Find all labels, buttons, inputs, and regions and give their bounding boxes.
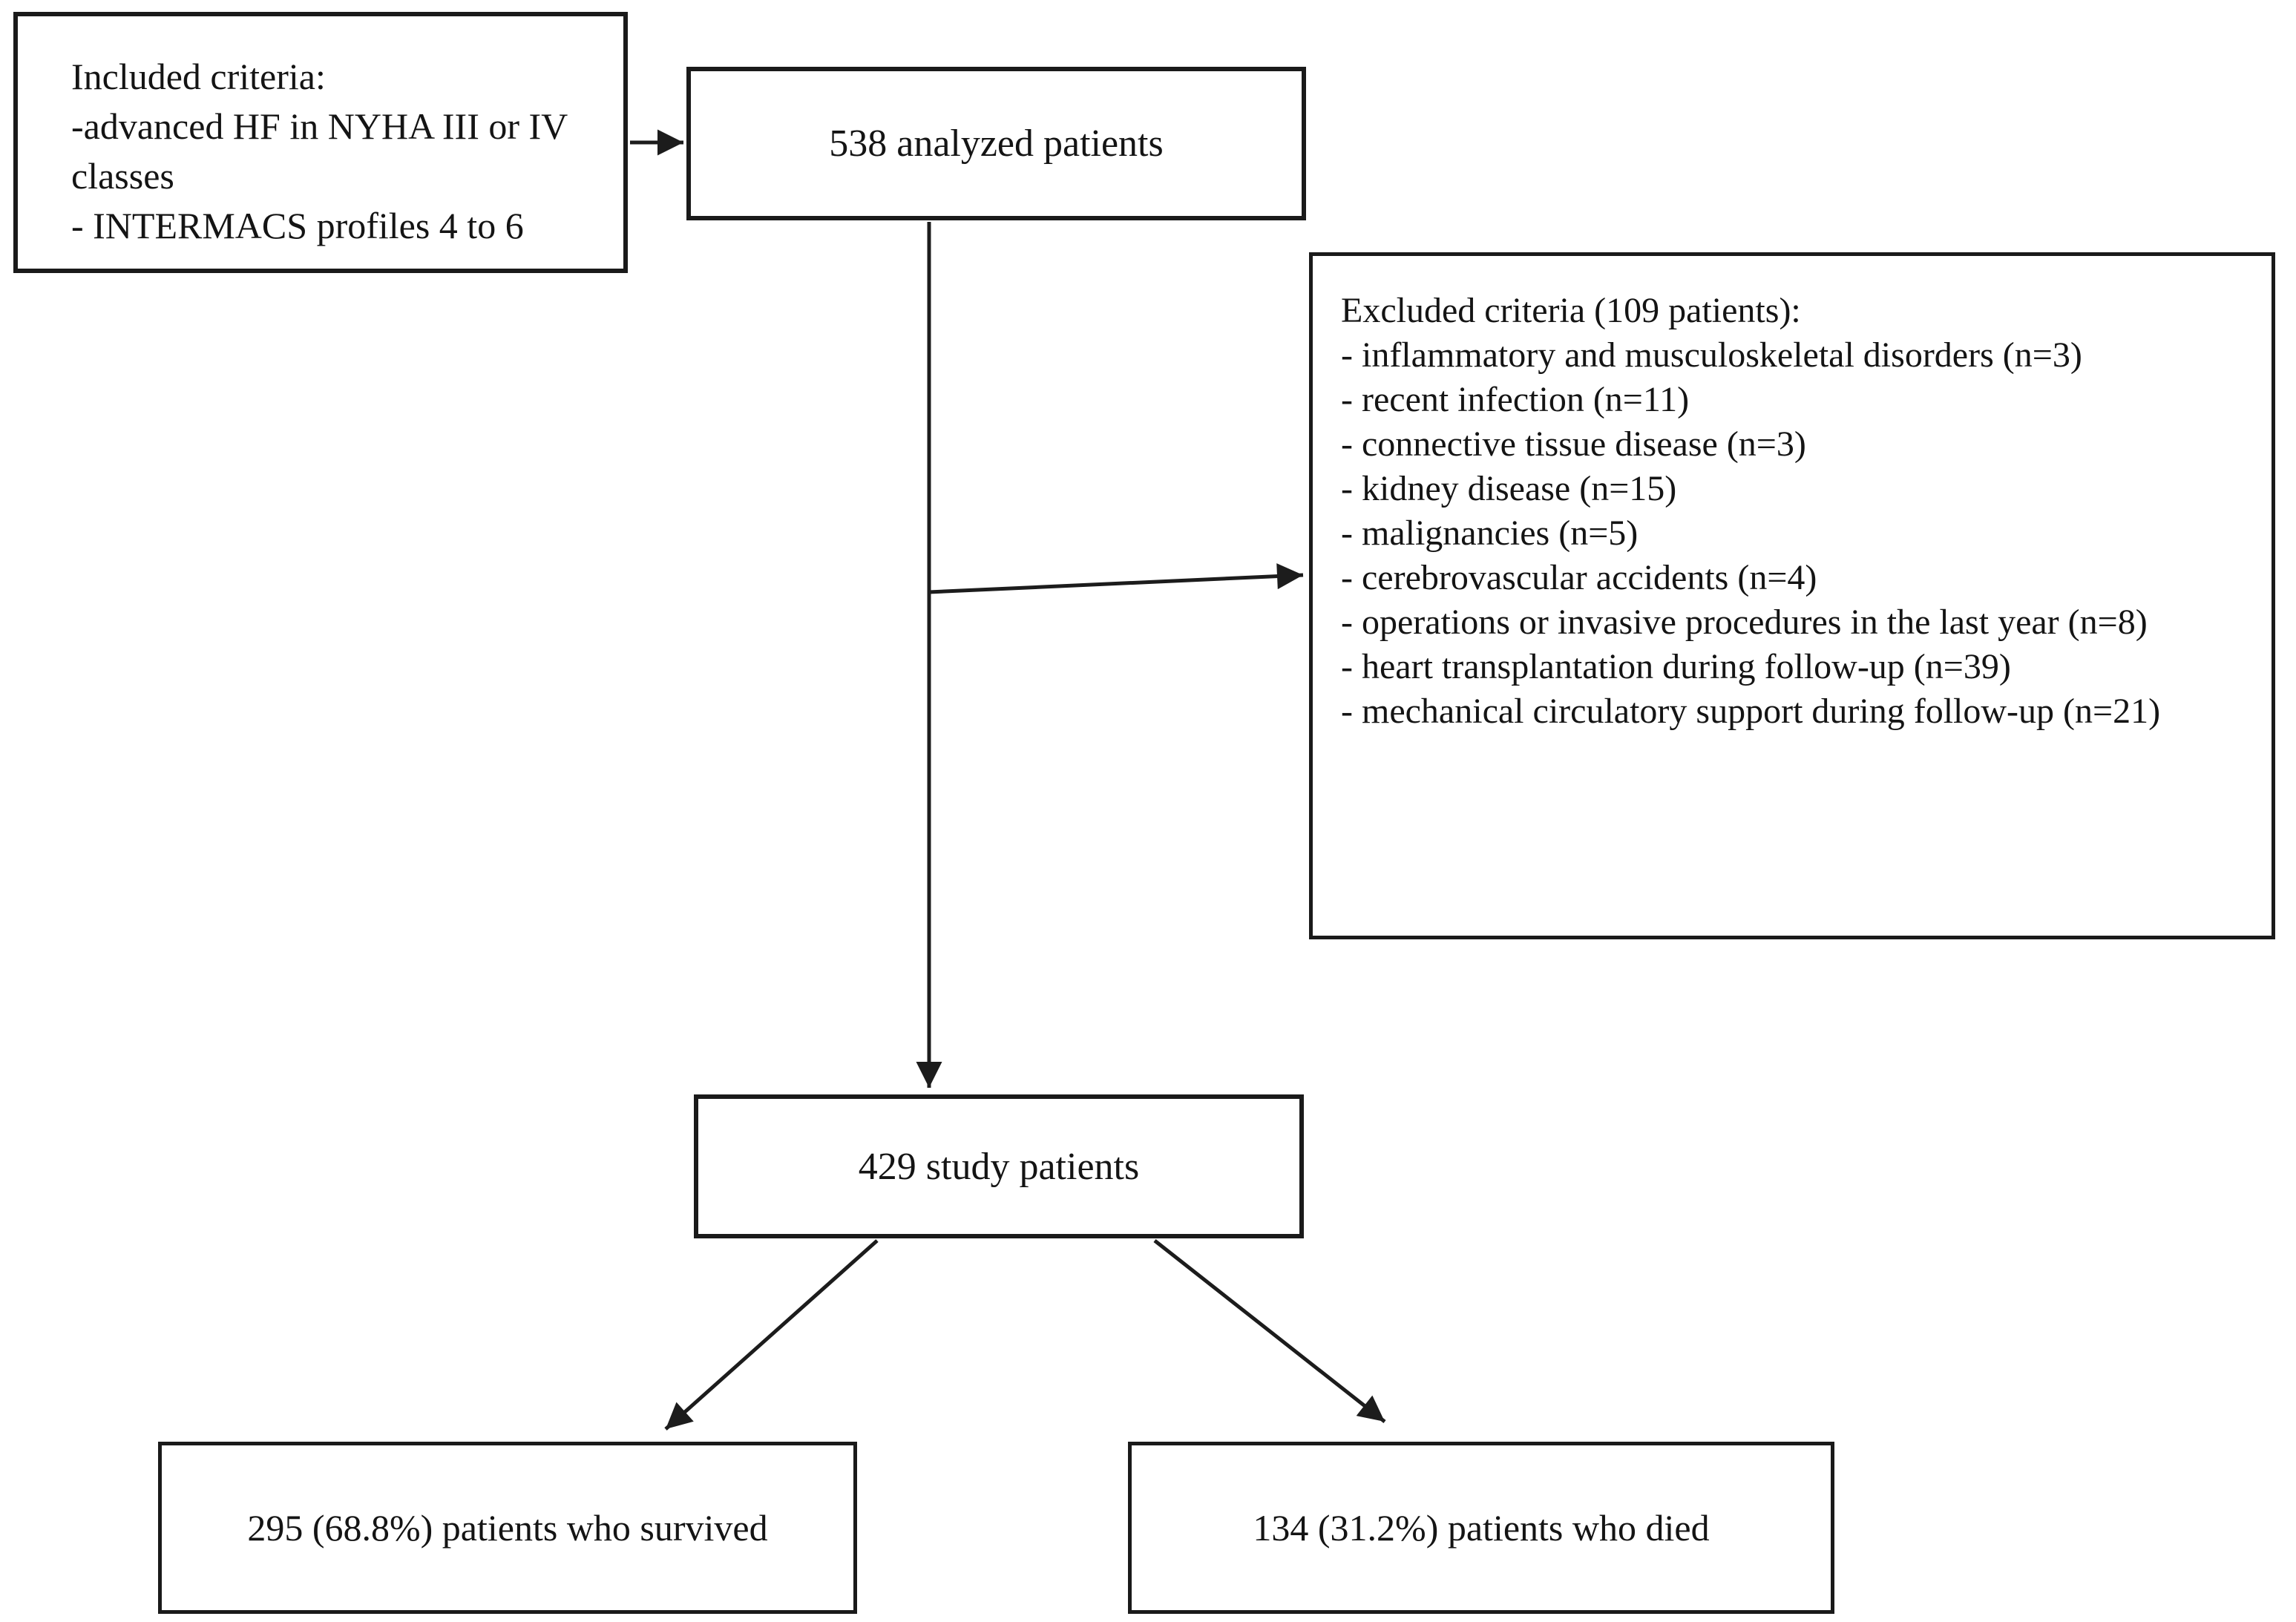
included-criteria-line: - INTERMACS profiles 4 to 6 — [71, 205, 524, 246]
study-patients-label-wrap: 429 study patients — [698, 1099, 1299, 1234]
died-patients-label: 134 (31.2%) patients who died — [1253, 1507, 1710, 1549]
excluded-criteria-item: - mechanical circulatory support during … — [1341, 692, 2161, 731]
analyzed-patients-box: 538 analyzed patients — [686, 67, 1306, 220]
excluded-criteria-item: - heart transplantation during follow-up… — [1341, 647, 2011, 686]
survived-patients-box: 295 (68.8%) patients who survived — [158, 1442, 857, 1614]
excluded-criteria-item: - kidney disease (n=15) — [1341, 469, 1677, 508]
survived-patients-label: 295 (68.8%) patients who survived — [247, 1507, 768, 1549]
included-criteria-line: -advanced HF in NYHA III or IV — [71, 105, 568, 147]
died-patients-box: 134 (31.2%) patients who died — [1128, 1442, 1834, 1614]
included-criteria-box: Included criteria: -advanced HF in NYHA I… — [13, 12, 628, 273]
excluded-criteria-item: - cerebrovascular accidents (n=4) — [1341, 558, 1817, 597]
excluded-criteria-item: - connective tissue disease (n=3) — [1341, 424, 1806, 464]
study-patients-label: 429 study patients — [858, 1145, 1140, 1188]
excluded-criteria-item: - recent infection (n=11) — [1341, 380, 1690, 419]
study-patients-box: 429 study patients — [694, 1094, 1304, 1238]
arrow-study-to-died — [1153, 1239, 1386, 1423]
excluded-criteria-item: - malignancies (n=5) — [1341, 513, 1639, 553]
excluded-criteria-item: - operations or invasive procedures in t… — [1341, 602, 2148, 642]
arrow-analyzed-to-excluded — [928, 563, 1304, 594]
excluded-criteria-box: Excluded criteria (109 patients): - infl… — [1309, 252, 2275, 939]
excluded-criteria-list: - inflammatory and musculoskeletal disor… — [1341, 333, 2260, 734]
included-criteria-line: Included criteria: — [71, 56, 326, 97]
arrow-study-to-survived — [664, 1239, 879, 1431]
excluded-criteria-title: Excluded criteria (109 patients): — [1341, 291, 1801, 330]
included-criteria-line: classes — [71, 155, 174, 197]
analyzed-patients-label: 538 analyzed patients — [829, 122, 1164, 165]
excluded-criteria-item: - inflammatory and musculoskeletal disor… — [1341, 335, 2082, 375]
